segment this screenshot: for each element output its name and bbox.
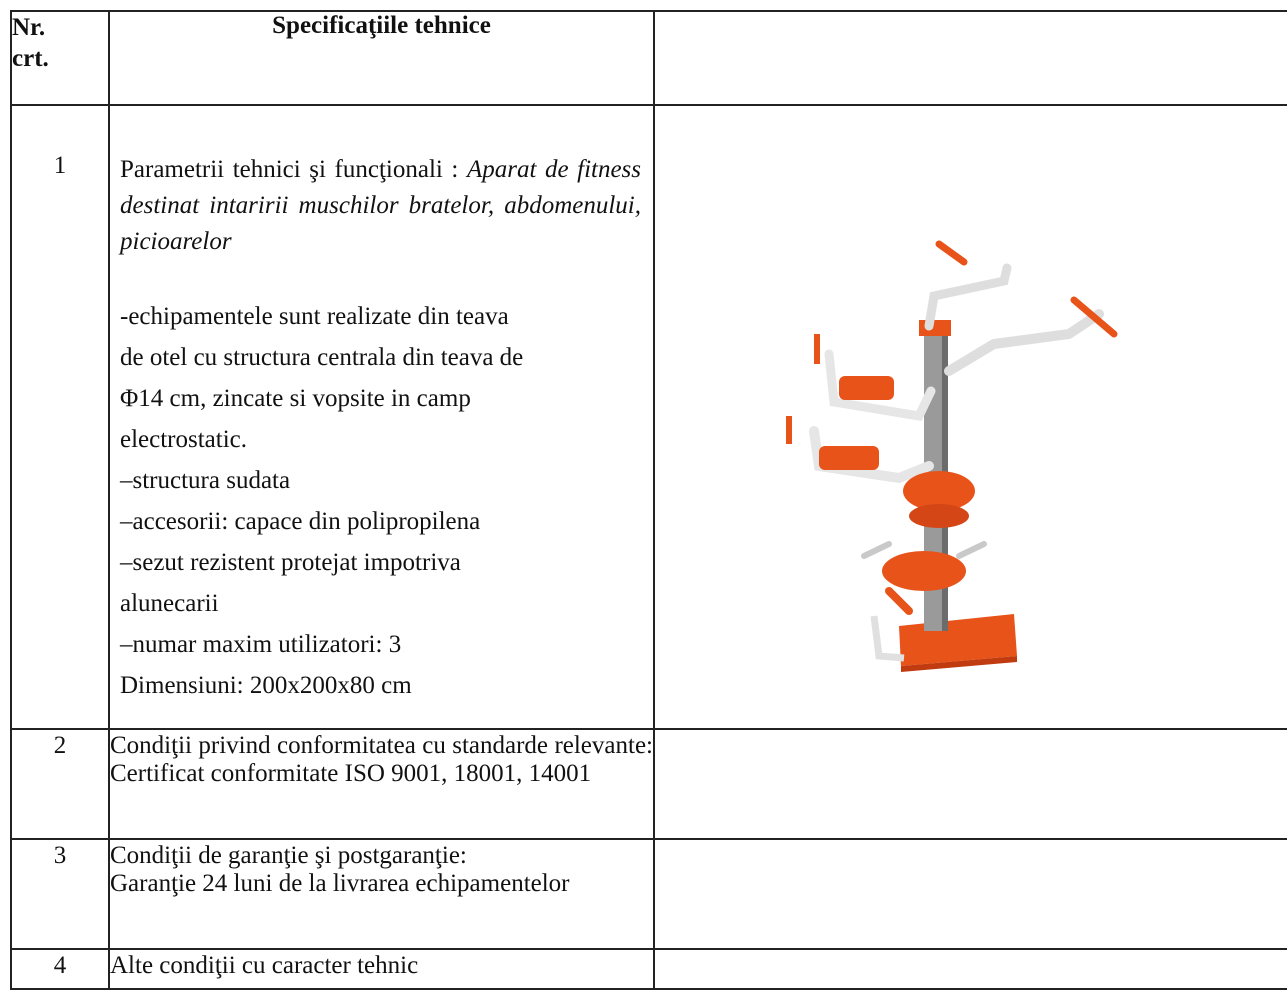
header-spec: Specificaţiile tehnice: [108, 10, 655, 106]
header-image: [653, 10, 1287, 106]
header-nr-line2: crt.: [12, 45, 49, 72]
row-1-image-cell: [653, 104, 1287, 730]
row-1-line-6: –accesorii: capace din polipropilena: [120, 508, 481, 535]
row-3-spec: Condiţii de garanţie şi postgaranţie: Ga…: [108, 838, 655, 950]
row-3-line-1: Condiţii de garanţie şi postgaranţie:: [110, 842, 467, 869]
row-1-line-1: -echipamentele sunt realizate din teava: [120, 303, 509, 330]
row-2-nr: 2: [10, 728, 110, 840]
table-row-2: 2 Condiţii privind conformitatea cu stan…: [10, 728, 1287, 840]
row-1-details: -echipamentele sunt realizate din teava …: [110, 296, 653, 706]
row-1-line-4: electrostatic.: [120, 426, 248, 453]
table-row-4: 4 Alte condiţii cu caracter tehnic: [10, 948, 1287, 990]
row-4-nr: 4: [10, 948, 110, 990]
row-1-intro-plain: Parametrii tehnici şi funcţionali :: [120, 156, 467, 183]
row-3-rest: Garanţie 24 luni de la livrarea echipame…: [110, 870, 570, 897]
header-row: Nr. crt. Specificaţiile tehnice: [10, 10, 1287, 106]
row-1-line-5: –structura sudata: [120, 467, 291, 494]
row-1-nr: 1: [10, 104, 110, 730]
fitness-equipment-icon: [786, 240, 1118, 672]
table-row-3: 3 Condiţii de garanţie şi postgaranţie: …: [10, 838, 1287, 950]
row-1-intro: Parametrii tehnici şi funcţionali : Apar…: [110, 152, 653, 260]
row-1-spec: Parametrii tehnici şi funcţionali : Apar…: [108, 104, 655, 730]
row-1-line-2: de otel cu structura centrala din teava …: [120, 344, 524, 371]
row-4-image-cell: [653, 948, 1287, 990]
row-4-spec: Alte condiţii cu caracter tehnic: [108, 948, 655, 990]
row-1-line-8: alunecarii: [120, 590, 219, 617]
header-nr: Nr. crt.: [10, 10, 110, 106]
specifications-table: Nr. crt. Specificaţiile tehnice 1 Parame…: [10, 10, 1287, 990]
table-row-1: 1 Parametrii tehnici şi funcţionali : Ap…: [10, 104, 1287, 730]
header-nr-line1: Nr.: [12, 14, 46, 41]
row-1-line-9: –numar maxim utilizatori: 3: [120, 631, 402, 658]
row-3-nr: 3: [10, 838, 110, 950]
row-2-spec: Condiţii privind conformitatea cu standa…: [108, 728, 655, 840]
row-1-line-7: –sezut rezistent protejat impotriva: [120, 549, 461, 576]
row-3-image-cell: [653, 838, 1287, 950]
row-1-line-3: Φ14 cm, zincate si vopsite in camp: [120, 385, 471, 412]
row-1-intro-italic: Aparat de fitness destinat intaririi mus…: [120, 156, 642, 255]
row-2-image-cell: [653, 728, 1287, 840]
row-1-line-10: Dimensiuni: 200x200x80 cm: [120, 672, 412, 699]
